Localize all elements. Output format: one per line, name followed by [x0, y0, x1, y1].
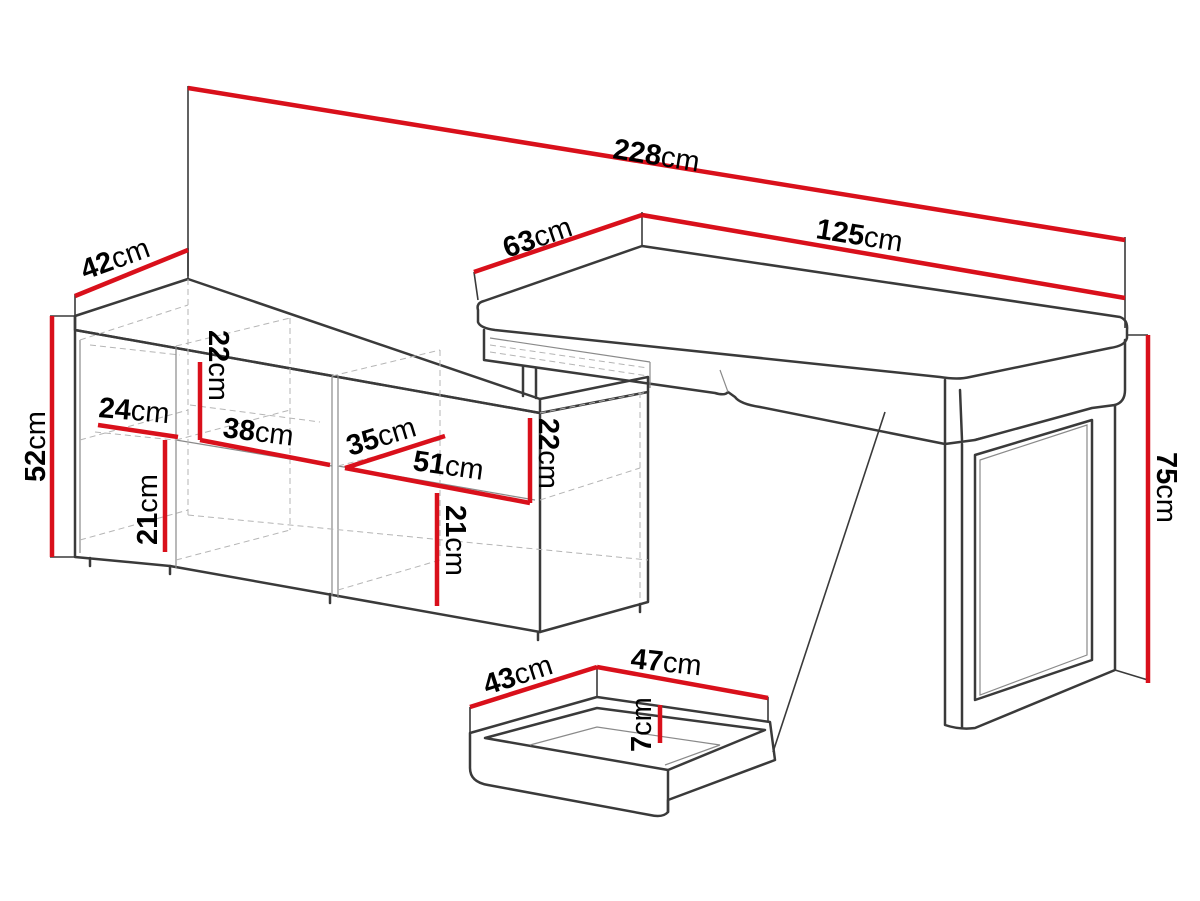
desk-leg-inner	[960, 418, 1094, 730]
dim-line-total-width	[187, 85, 1126, 243]
label-comp-right-height: 22cm	[532, 418, 564, 489]
dim-line-drawer-width	[596, 664, 769, 701]
dim-line-cabinet-depth	[74, 247, 189, 299]
dim-line-shelf-right-width	[344, 465, 531, 506]
drawer-inner	[483, 706, 767, 814]
dimension-labels: 228cm 125cm 63cm 42cm 52cm 75cm 24cm 22c…	[20, 133, 1182, 752]
label-drawer-width: 47cm	[629, 643, 703, 682]
drawer-detail	[468, 411, 886, 818]
label-total-width: 228cm	[611, 133, 702, 178]
desk-leg	[943, 403, 1117, 730]
label-drawer-height: 7cm	[626, 697, 658, 752]
ext-desk-depth	[473, 271, 479, 301]
desk-back-leg	[521, 364, 538, 400]
dim-line-shelf-right-depth	[344, 433, 446, 471]
drawer-leader-line	[772, 411, 886, 753]
label-comp-width: 38cm	[221, 412, 295, 452]
ext-drawer	[469, 666, 769, 733]
cabinet-partitions	[79, 340, 536, 598]
dim-line-desk-width	[641, 212, 1126, 301]
drawer-box	[468, 695, 777, 818]
cabinet-feet	[88, 556, 642, 642]
desk-top	[476, 244, 1129, 380]
desk-leg-inner-edge	[979, 424, 1088, 696]
cabinet-side	[538, 390, 650, 634]
label-cabinet-height: 52cm	[20, 411, 52, 482]
label-comp-left-bottom: 21cm	[132, 474, 164, 545]
label-shelf-right-width: 51cm	[411, 445, 486, 487]
ext-desk-height	[1114, 334, 1149, 681]
label-comp-top-height: 22cm	[202, 330, 234, 401]
ext-cabinet-depth	[74, 248, 189, 316]
label-shelf-left: 24cm	[97, 392, 170, 430]
desk-hidden-lines	[489, 344, 649, 377]
dim-line-desk-depth	[473, 212, 643, 275]
dimension-lines	[49, 85, 1151, 743]
label-desk-width: 125cm	[814, 213, 905, 258]
label-comp-right-bottom: 21cm	[439, 505, 471, 576]
desk-drawer-front	[489, 337, 729, 393]
label-desk-depth: 63cm	[499, 211, 576, 264]
label-shelf-right-depth: 35cm	[343, 411, 420, 462]
dim-line-comp-width	[199, 437, 331, 468]
extension-lines	[50, 86, 1149, 733]
desk-apron	[482, 328, 1127, 446]
dim-line-drawer-depth	[469, 664, 598, 710]
desk	[476, 244, 1129, 730]
dim-line-shelf-left	[97, 422, 179, 440]
label-desk-height: 75cm	[1150, 452, 1182, 523]
